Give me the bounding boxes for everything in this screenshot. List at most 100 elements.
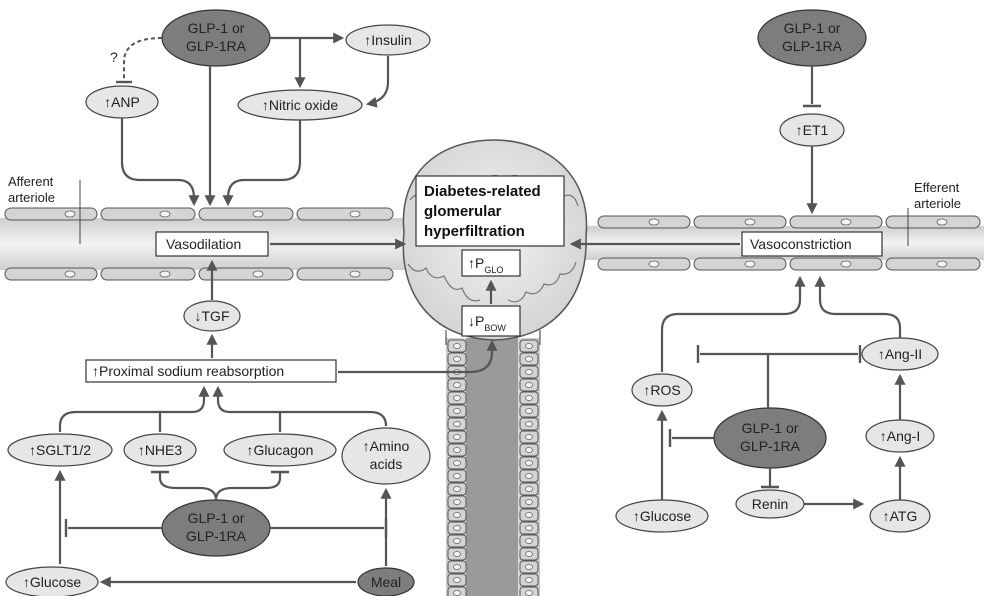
glp1-bottom-left-label-2: GLP-1RA: [186, 528, 247, 544]
vasodilation-box: [155, 231, 269, 257]
renin-label: Renin: [752, 496, 789, 512]
p-glo-box: [461, 249, 521, 277]
afferent-label-1: Afferent: [8, 174, 54, 189]
arrow-proximal-to-pbow: [338, 339, 498, 374]
glp1-top-right-label-1: GLP-1 or: [784, 20, 841, 36]
tubule-cell-nucleus: [525, 421, 533, 427]
tubule-cell-nucleus: [525, 486, 533, 492]
tubule-cell-nucleus: [525, 447, 533, 453]
meal-label: Meal: [371, 574, 401, 590]
arrow-ang2-to-efferent: [814, 275, 902, 338]
efferent-label-2: arteriole: [914, 196, 961, 211]
vasodilation-label: Vasodilation: [166, 236, 241, 252]
sglt-label: ↑SGLT1/2: [29, 442, 91, 458]
vasoconstriction-label: Vasoconstriction: [750, 236, 852, 252]
tubule-cell-nucleus: [453, 512, 461, 518]
inhib-glp1-to-nhe3: [158, 472, 218, 501]
ros-node: [631, 373, 693, 407]
meal-node: [357, 567, 415, 596]
tubule-cell-nucleus: [453, 486, 461, 492]
tubule-cell-nucleus: [453, 421, 461, 427]
tubule-cell-nucleus: [453, 538, 461, 544]
title-line-3: hyperfiltration: [424, 223, 525, 240]
glp1-bottom-left-label-1: GLP-1 or: [188, 510, 245, 526]
p-bow-box: [461, 305, 521, 337]
tubule-cell-nucleus: [453, 564, 461, 570]
tubule-cell-nucleus: [453, 551, 461, 557]
afferent-wall-bottom: [4, 267, 394, 281]
amino-acids-label-2: acids: [370, 456, 403, 472]
title-box: [415, 175, 565, 247]
amino-acids-node: [341, 427, 431, 485]
tubule-cell-nucleus: [525, 460, 533, 466]
tubule-cell-nucleus: [525, 564, 533, 570]
tubule-cell-nucleus: [525, 577, 533, 583]
p-bow-label: ↓PBOW: [468, 313, 506, 333]
tubule-cell-nucleus: [453, 590, 461, 596]
tgf-label: ↓TGF: [195, 308, 230, 324]
tubule-cell-nucleus: [525, 369, 533, 375]
glp1-bottom-right-label-2: GLP-1RA: [740, 438, 801, 454]
amino-acids-label-1: ↑Amino: [363, 438, 410, 454]
tubule-cell-nucleus: [453, 356, 461, 362]
proximal-reabsorption-box: [85, 359, 337, 383]
capsule-edge-bottom: [407, 261, 577, 303]
arrow-no-to-afferent: [222, 120, 302, 207]
tubule-cell-nucleus: [453, 525, 461, 531]
glucagon-node: [223, 433, 337, 467]
nhe3-node: [123, 433, 197, 467]
tubule-cell-nucleus: [453, 434, 461, 440]
glp1-top-left-label-2: GLP-1RA: [186, 38, 247, 54]
efferent-wall-top: [597, 215, 981, 229]
sglt-node: [7, 433, 113, 467]
glucagon-label: ↑Glucagon: [247, 442, 314, 458]
tgf-node: [183, 300, 241, 332]
tubule-cell-nucleus: [525, 525, 533, 531]
proximal-reabsorption-label: ↑Proximal sodium reabsorption: [92, 363, 284, 379]
arrow-insulin-to-no: [365, 56, 390, 108]
tubule-cell-nucleus: [525, 499, 533, 505]
tubule-cell-nucleus: [525, 551, 533, 557]
tubule-cell-nucleus: [525, 382, 533, 388]
p-glo-label: ↑PGLO: [468, 255, 503, 275]
tubule-cell-nucleus: [453, 447, 461, 453]
inhib-glp1-to-glucagon: [214, 472, 282, 501]
glucose-right-label: ↑Glucose: [633, 508, 692, 524]
tubule-cell-nucleus: [453, 395, 461, 401]
atg-label: ↑ATG: [883, 508, 918, 524]
glucose-left-label: ↑Glucose: [23, 574, 82, 590]
arrow-anp-to-afferent: [120, 118, 200, 207]
dashed-inhibition-anp: [123, 37, 163, 80]
arrow-ros-to-efferent: [660, 275, 806, 372]
glp1-top-left-label-1: GLP-1 or: [188, 20, 245, 36]
glp1-bottom-right-label-1: GLP-1 or: [742, 420, 799, 436]
tubule-neck: [445, 330, 541, 345]
title-line-2: glomerular: [424, 203, 502, 220]
tubule-cell-nucleus: [453, 577, 461, 583]
glucose-left-node: [5, 566, 99, 596]
tubule-cell-nucleus: [525, 356, 533, 362]
arrow-sglt-to-proximal: [58, 385, 210, 432]
glp1-top-right-label-2: GLP-1RA: [782, 38, 843, 54]
vasoconstriction-box: [741, 231, 883, 257]
efferent-wall-bottom: [597, 257, 981, 271]
ang1-label: ↑Ang-I: [880, 428, 920, 444]
title-line-1: Diabetes-related: [424, 183, 541, 200]
question-mark: ?: [110, 49, 118, 65]
tubule-cell-nucleus: [453, 343, 461, 349]
tubule-cell-nucleus: [525, 512, 533, 518]
tubule-cell-nucleus: [453, 408, 461, 414]
tubule-cell-nucleus: [453, 473, 461, 479]
nitric-oxide-label: ↑Nitric oxide: [262, 97, 338, 113]
tubule-cell-nucleus: [525, 473, 533, 479]
arrow-amino-to-proximal: [212, 385, 388, 427]
tubule-cell-nucleus: [453, 499, 461, 505]
tubule-cell-nucleus: [453, 460, 461, 466]
efferent-label-1: Efferent: [914, 180, 960, 195]
tubule-cell-nucleus: [525, 408, 533, 414]
afferent-wall-top: [4, 207, 394, 221]
et1-label: ↑ET1: [796, 122, 829, 138]
tubule-cell-nucleus: [525, 395, 533, 401]
anp-label: ↑ANP: [104, 94, 140, 110]
